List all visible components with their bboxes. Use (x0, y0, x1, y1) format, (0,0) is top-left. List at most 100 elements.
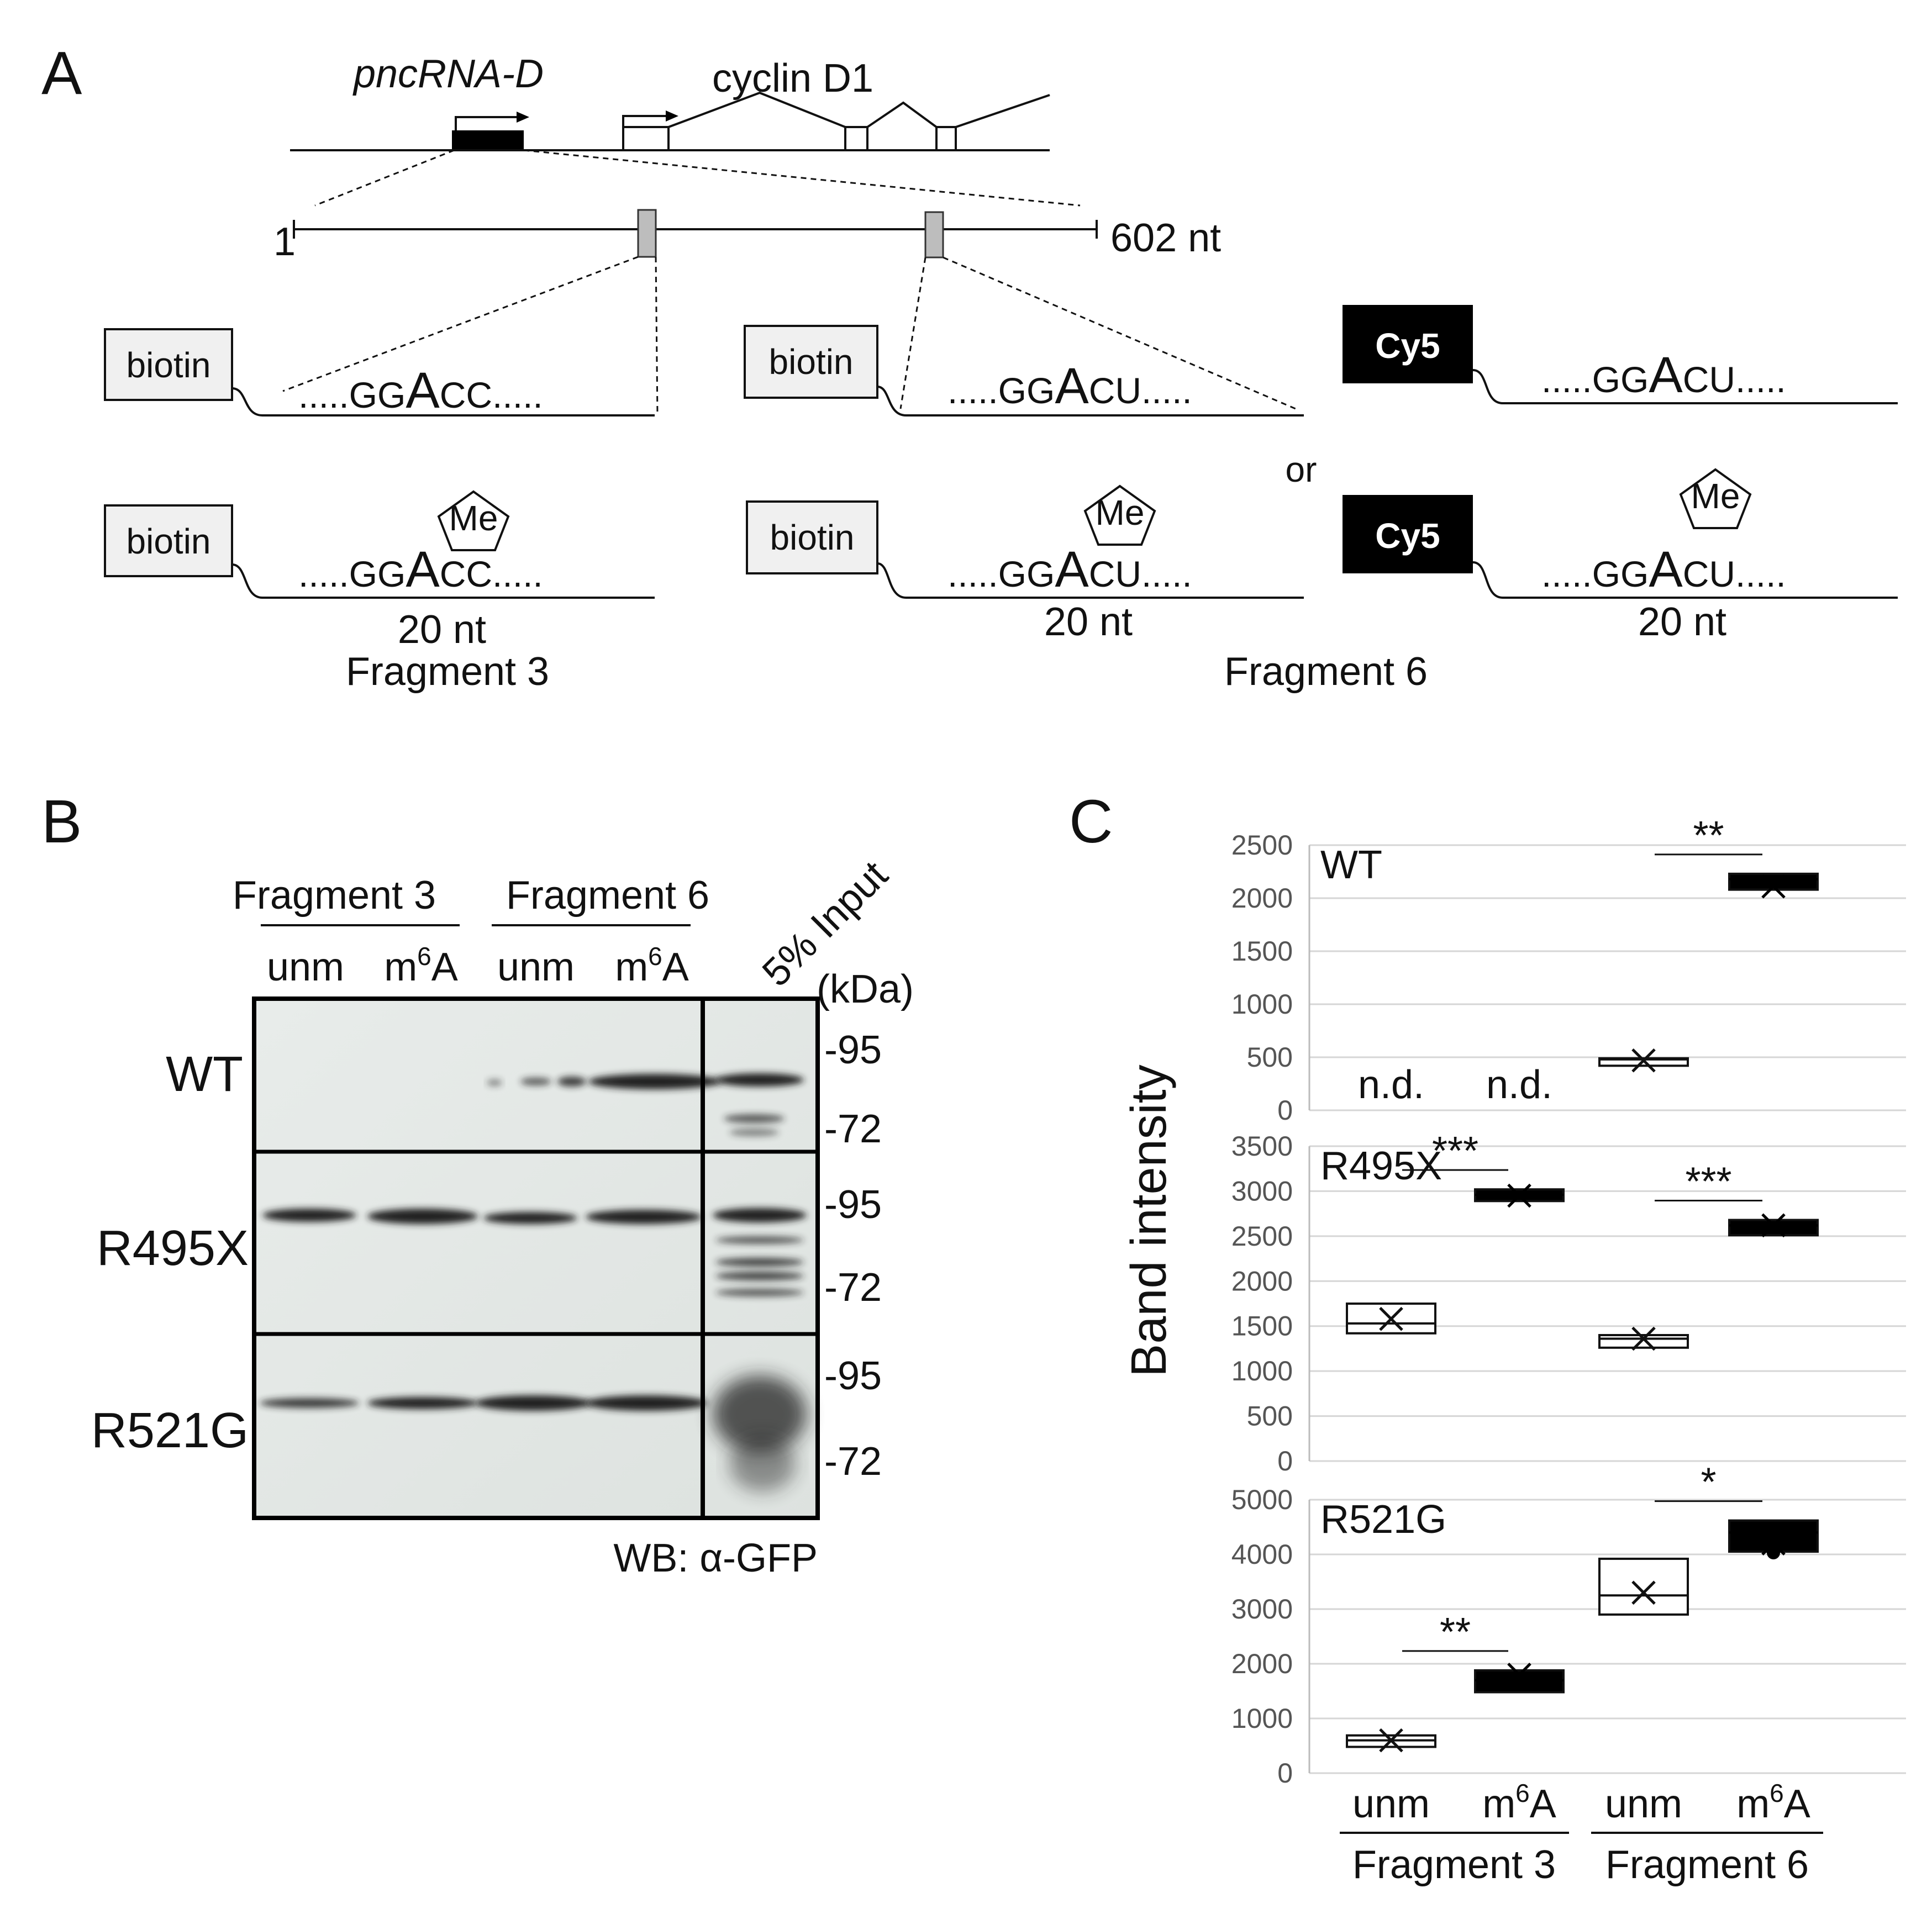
box-mean-marker (1507, 1183, 1531, 1208)
y-tick-label: 1500 (1231, 936, 1293, 967)
biotin-tag: biotin (127, 345, 211, 385)
biotin-tag: biotin (769, 342, 854, 382)
y-tick-label: 1000 (1231, 989, 1293, 1020)
length-label-cy5: 20 nt (1638, 600, 1726, 644)
y-tick-label: 2500 (1231, 830, 1293, 861)
box-mean-marker (1631, 1326, 1656, 1351)
panel-b: B Fragment 3 Fragment 6 unm m6A unm m6A … (41, 788, 914, 1580)
x-label-m6a: m6A (1482, 1779, 1556, 1826)
y-tick-label: 1000 (1231, 1356, 1293, 1386)
probe-f3-unmodified: biotin .....GGACC..... (104, 328, 655, 419)
biotin-tag: biotin (127, 521, 211, 561)
seq-cy5-me: .....GGACU..... (1541, 541, 1786, 598)
box (1346, 1303, 1436, 1335)
panel-a-label: A (41, 39, 82, 107)
methyl-pentagon (1083, 484, 1156, 546)
row-label-r521g: R521G (91, 1403, 249, 1458)
row-label-r495x: R495X (97, 1221, 249, 1276)
panel-a: A pncRNA-D cyclin D1 1 602 (41, 39, 1898, 694)
subplot-title: R521G (1320, 1498, 1446, 1542)
western-blot (252, 996, 820, 1520)
y-tick-label: 2000 (1231, 1266, 1293, 1296)
probe-f6-methylated: biotin Me .....GGACU..... 20 nt (746, 484, 1304, 644)
significance-stars: ** (1440, 1610, 1471, 1654)
box (1598, 1557, 1689, 1616)
box-mean-marker (1379, 1306, 1403, 1331)
pncrna-d-exon (452, 130, 524, 149)
y-tick-label: 3000 (1231, 1175, 1293, 1206)
not-detected-label: n.d. (1358, 1063, 1424, 1107)
length-label-f6: 20 nt (1044, 600, 1133, 644)
marker-72: -72 (824, 1440, 882, 1484)
transcript-scale: 1 602 nt (273, 209, 1221, 264)
cy5-tag: Cy5 (1375, 516, 1440, 556)
y-tick-label: 2000 (1231, 1648, 1293, 1679)
y-tick-label: 5000 (1231, 1484, 1293, 1515)
y-tick-label: 3500 (1231, 1131, 1293, 1162)
seq-f6: .....GGACU..... (947, 358, 1192, 414)
probe-f3-methylated: biotin Me .....GGACC..... 20 nt Fragment… (104, 490, 655, 694)
y-tick-label: 2500 (1231, 1221, 1293, 1252)
box-mean-marker (1631, 1580, 1656, 1605)
genomic-locus: pncRNA-D cyclin D1 (290, 52, 1050, 151)
box-mean-marker (1761, 874, 1786, 899)
wt-bands (487, 1073, 804, 1136)
methyl-label: Me (449, 498, 498, 538)
box (1728, 1219, 1819, 1237)
cyclin-exon-2 (844, 126, 868, 151)
pncrna-d-arrow (455, 116, 517, 130)
fragment-3-label: Fragment 3 (346, 650, 549, 694)
box-mean-marker (1761, 1213, 1786, 1238)
lane-label-unm: unm (267, 945, 344, 989)
or-label: or (1286, 450, 1317, 489)
lane-label-unm: unm (497, 945, 575, 989)
x-label-m6a: m6A (1736, 1779, 1810, 1826)
subplot-title: R495X (1320, 1144, 1442, 1188)
probe-f6-unmodified: biotin .....GGACU..... (744, 325, 1304, 416)
x-group-fragment-3: Fragment 3 (1352, 1843, 1556, 1887)
y-tick-label: 2000 (1231, 883, 1293, 914)
y-tick-label: 0 (1277, 1446, 1293, 1477)
cyclin-exon-3 (935, 126, 957, 151)
r521g-bands (260, 1375, 807, 1491)
cy5-tag: Cy5 (1375, 326, 1440, 366)
y-tick-label: 3000 (1231, 1594, 1293, 1625)
biotin-tag: biotin (770, 518, 855, 557)
seq-f6-me: .....GGACU..... (947, 541, 1192, 598)
significance-stars: ** (1693, 814, 1724, 858)
not-detected-label: n.d. (1486, 1063, 1552, 1107)
x-group-fragment-6: Fragment 6 (1605, 1843, 1809, 1887)
kda-label: (kDa) (817, 967, 914, 1011)
x-label-unm: unm (1605, 1782, 1682, 1826)
cyclin-d1-label: cyclin D1 (712, 56, 873, 101)
box-mean-marker (1761, 1531, 1786, 1556)
methyl-pentagon (437, 490, 510, 551)
seq-f3: .....GGACC..... (298, 362, 543, 419)
subplot-title: WT (1320, 843, 1382, 887)
significance-stars: * (1701, 1460, 1716, 1505)
panel-b-label: B (41, 788, 82, 856)
y-tick-label: 500 (1247, 1401, 1293, 1432)
pncrna-d-label: pncRNA-D (352, 52, 544, 96)
marker-72: -72 (824, 1266, 882, 1310)
box-mean-marker (1507, 1663, 1531, 1687)
seq-f3-me: .....GGACC..... (298, 541, 543, 598)
length-label-f3: 20 nt (398, 608, 486, 652)
outlier-point (1767, 1546, 1780, 1560)
cyclin-tss-arrow (622, 115, 666, 127)
lane-label-m6a: m6A (615, 942, 689, 989)
lane-label-m6a: m6A (384, 942, 458, 989)
fragment-6-label: Fragment 6 (1224, 650, 1428, 694)
x-label-unm: unm (1352, 1782, 1430, 1826)
marker-95: -95 (824, 1354, 882, 1398)
marker-95: -95 (824, 1028, 882, 1072)
header-fragment-3: Fragment 3 (233, 873, 436, 918)
y-tick-label: 1000 (1231, 1703, 1293, 1734)
box-mean-marker (1631, 1048, 1656, 1073)
header-fragment-6: Fragment 6 (506, 873, 709, 918)
probe-cy5-methylated: Cy5 Me .....GGACU..... 20 nt (1343, 468, 1898, 644)
methyl-label: Me (1691, 476, 1740, 516)
